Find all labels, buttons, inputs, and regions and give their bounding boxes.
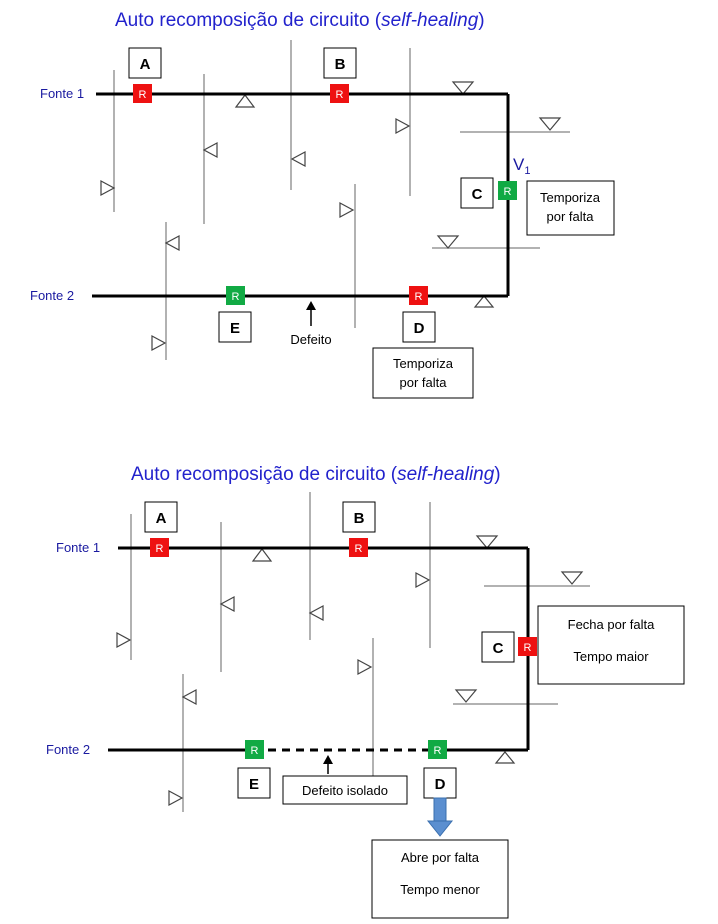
- label-box-a: [128, 47, 162, 79]
- diagram-2-laterals: [130, 492, 590, 812]
- note-d-line-1: Temporiza: [393, 356, 454, 371]
- recloser-a[interactable]: R: [133, 84, 152, 103]
- note-c-line-2: Tempo maior: [573, 649, 649, 664]
- svg-text:R: R: [524, 642, 532, 654]
- label-b: B: [335, 56, 346, 73]
- load-triangle-icon: [357, 658, 373, 676]
- diagram-2: Auto recomposição de circuito (self-heal…: [46, 464, 685, 919]
- note-box-d: [372, 347, 474, 399]
- recloser-d[interactable]: R: [428, 740, 447, 759]
- note-c-line-2: por falta: [547, 209, 595, 224]
- recloser-c[interactable]: R: [518, 637, 537, 656]
- load-triangle-icon: [202, 141, 218, 159]
- diagram-1-feeders: [92, 92, 510, 298]
- note-c-line-1: Temporiza: [540, 190, 601, 205]
- load-triangle-icon: [475, 535, 499, 549]
- label-d: D: [414, 320, 425, 337]
- note-box-c: [526, 180, 615, 236]
- recloser-b[interactable]: R: [349, 538, 368, 557]
- diagram-1-laterals: [113, 40, 570, 360]
- label-box-b: [323, 47, 357, 79]
- load-triangle-icon: [538, 117, 562, 131]
- load-triangle-icon: [451, 81, 475, 95]
- fault-label: Defeito isolado: [302, 783, 388, 798]
- source-2-label: Fonte 2: [30, 288, 74, 303]
- load-triangle-icon: [308, 604, 324, 622]
- label-box-b: [342, 501, 376, 533]
- diagram-1-loads: [100, 81, 562, 352]
- fault-arrow-icon: [306, 301, 316, 326]
- fault-arrow-icon: [323, 755, 333, 774]
- svg-text:R: R: [251, 745, 259, 757]
- label-c: C: [472, 186, 483, 203]
- label-a: A: [156, 510, 167, 527]
- load-triangle-icon: [290, 150, 306, 168]
- load-triangle-icon: [251, 548, 273, 562]
- label-box-a: [144, 501, 178, 533]
- load-triangle-icon: [454, 689, 478, 703]
- label-box-c: [460, 177, 494, 209]
- diagram-2-loads: [116, 535, 584, 807]
- source-2-label: Fonte 2: [46, 742, 90, 757]
- load-triangle-icon: [234, 94, 256, 108]
- load-triangle-icon: [151, 334, 167, 352]
- note-box-d: [371, 839, 509, 919]
- recloser-e[interactable]: R: [226, 286, 245, 305]
- load-triangle-icon: [116, 631, 132, 649]
- diagram-1: Auto recomposição de circuito (self-heal…: [30, 10, 615, 399]
- label-box-e: [218, 311, 252, 343]
- svg-text:R: R: [139, 89, 147, 101]
- diagram-2-feeders: [108, 546, 530, 752]
- fault-label: Defeito: [290, 332, 331, 347]
- svg-text:R: R: [434, 745, 442, 757]
- diagram-1-title: Auto recomposição de circuito (self-heal…: [115, 10, 485, 31]
- fault-box: [282, 775, 408, 805]
- source-1-label: Fonte 1: [40, 86, 84, 101]
- svg-text:R: R: [336, 89, 344, 101]
- source-1-label: Fonte 1: [56, 540, 100, 555]
- load-triangle-icon: [494, 751, 516, 764]
- svg-text:R: R: [355, 543, 363, 555]
- recloser-d[interactable]: R: [409, 286, 428, 305]
- diagram-2-title: Auto recomposição de circuito (self-heal…: [131, 464, 501, 485]
- label-b: B: [354, 510, 365, 527]
- note-d-line-1: Abre por falta: [401, 850, 480, 865]
- open-arrow-icon: [426, 797, 454, 837]
- note-d-line-2: por falta: [400, 375, 448, 390]
- label-box-c: [481, 631, 515, 663]
- note-box-c: [537, 605, 685, 685]
- label-a: A: [140, 56, 151, 73]
- recloser-a[interactable]: R: [150, 538, 169, 557]
- label-e: E: [249, 776, 259, 793]
- recloser-c[interactable]: R: [498, 181, 517, 200]
- svg-text:R: R: [232, 291, 240, 303]
- note-c-line-1: Fecha por falta: [568, 617, 655, 632]
- recloser-e[interactable]: R: [245, 740, 264, 759]
- svg-text:R: R: [156, 543, 164, 555]
- label-box-e: [237, 767, 271, 799]
- load-triangle-icon: [415, 571, 431, 589]
- label-e: E: [230, 320, 240, 337]
- label-box-d: [402, 311, 436, 343]
- svg-text:R: R: [504, 186, 512, 198]
- load-triangle-icon: [560, 571, 584, 585]
- recloser-b[interactable]: R: [330, 84, 349, 103]
- load-triangle-icon: [339, 201, 355, 219]
- load-triangle-icon: [168, 789, 184, 807]
- load-triangle-icon: [395, 117, 411, 135]
- load-triangle-icon: [164, 234, 180, 252]
- load-triangle-icon: [219, 595, 235, 613]
- load-triangle-icon: [436, 235, 460, 249]
- load-triangle-icon: [181, 688, 197, 706]
- voltage-label: V1: [513, 155, 530, 177]
- label-d: D: [435, 776, 446, 793]
- svg-text:R: R: [415, 291, 423, 303]
- load-triangle-icon: [473, 295, 495, 308]
- load-triangle-icon: [100, 179, 116, 197]
- note-d-line-2: Tempo menor: [400, 882, 480, 897]
- label-c: C: [493, 640, 504, 657]
